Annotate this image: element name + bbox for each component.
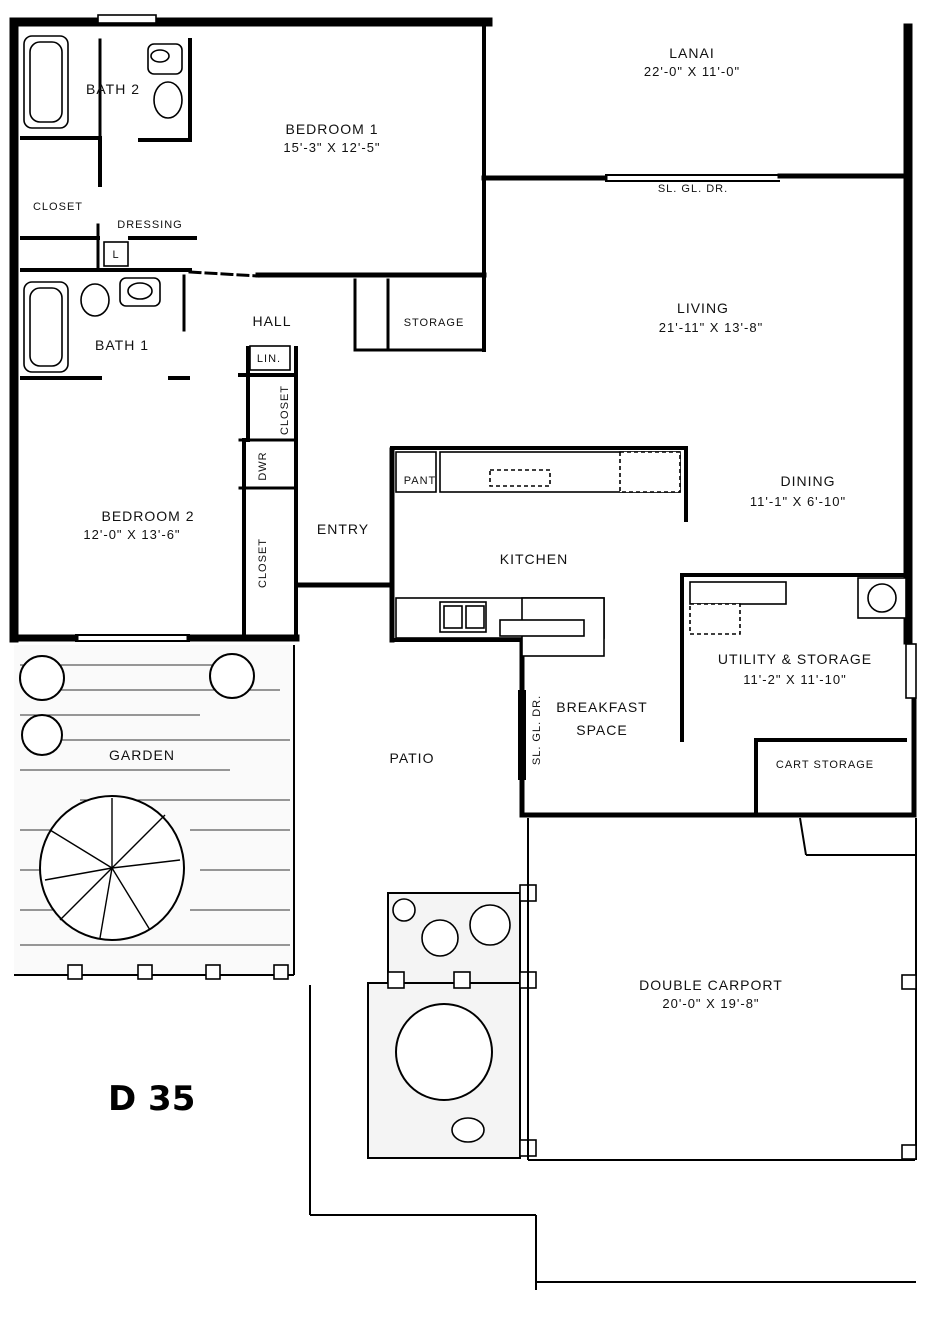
bedroom2-dims: 12'-0" X 13'-6" bbox=[83, 527, 180, 542]
closet-top-label: CLOSET bbox=[33, 201, 83, 213]
living-label: LIVING bbox=[677, 300, 729, 316]
patio-planters bbox=[367, 884, 537, 1159]
breakfast-label-1: BREAKFAST bbox=[556, 699, 647, 715]
interior-walls bbox=[20, 38, 917, 818]
patio-label: PATIO bbox=[390, 750, 435, 766]
sliding-door-side-label: SL. GL. DR. bbox=[531, 695, 543, 765]
carport-dims: 20'-0" X 19'-8" bbox=[662, 996, 759, 1011]
dressing-label: DRESSING bbox=[117, 219, 182, 231]
sliding-door-top-label: SL. GL. DR. bbox=[658, 183, 728, 195]
kitchen-label: KITCHEN bbox=[500, 551, 568, 567]
linen-label: LIN. bbox=[257, 353, 281, 365]
bedroom1-dims: 15'-3" X 12'-5" bbox=[283, 140, 380, 155]
hall-label: HALL bbox=[252, 313, 291, 329]
utility-label: UTILITY & STORAGE bbox=[718, 651, 872, 667]
plan-id: D 35 bbox=[108, 1079, 195, 1119]
closet-side-label: CLOSET bbox=[279, 385, 291, 435]
living-dims: 21'-11" X 13'-8" bbox=[659, 320, 763, 335]
lanai-dims: 22'-0" X 11'-0" bbox=[644, 64, 740, 79]
carport-outline bbox=[309, 817, 917, 1290]
dwr-label: DWR bbox=[257, 451, 269, 480]
fixtures bbox=[23, 35, 907, 780]
lanai-label: LANAI bbox=[669, 45, 714, 61]
pantry-label: PANT bbox=[404, 475, 437, 487]
bath1-label: BATH 1 bbox=[95, 337, 149, 353]
bath2-label: BATH 2 bbox=[86, 81, 140, 97]
garden-area bbox=[14, 645, 295, 980]
carport-label: DOUBLE CARPORT bbox=[639, 977, 783, 993]
dining-label: DINING bbox=[781, 473, 836, 489]
sliding-door-top bbox=[605, 174, 780, 182]
storage-label: STORAGE bbox=[404, 317, 465, 329]
utility-dims: 11'-2" X 11'-10" bbox=[743, 672, 846, 687]
breakfast-label-2: SPACE bbox=[576, 722, 627, 738]
entry-label: ENTRY bbox=[317, 521, 369, 537]
exterior-walls bbox=[9, 17, 917, 818]
dining-dims: 11'-1" X 6'-10" bbox=[750, 494, 846, 509]
room-labels: LANAI 22'-0" X 11'-0" BATH 2 BEDROOM 1 1… bbox=[33, 45, 874, 1119]
bedroom2-label: BEDROOM 2 bbox=[101, 508, 194, 524]
closet-bed2-label: CLOSET bbox=[257, 538, 269, 588]
cart-storage-label: CART STORAGE bbox=[776, 759, 874, 771]
right-window bbox=[905, 643, 917, 699]
lav-label: L bbox=[112, 249, 119, 261]
garden-label: GARDEN bbox=[109, 747, 175, 763]
bath2-window bbox=[97, 14, 157, 24]
bedroom2-window bbox=[75, 634, 190, 642]
bedroom1-label: BEDROOM 1 bbox=[285, 121, 378, 137]
